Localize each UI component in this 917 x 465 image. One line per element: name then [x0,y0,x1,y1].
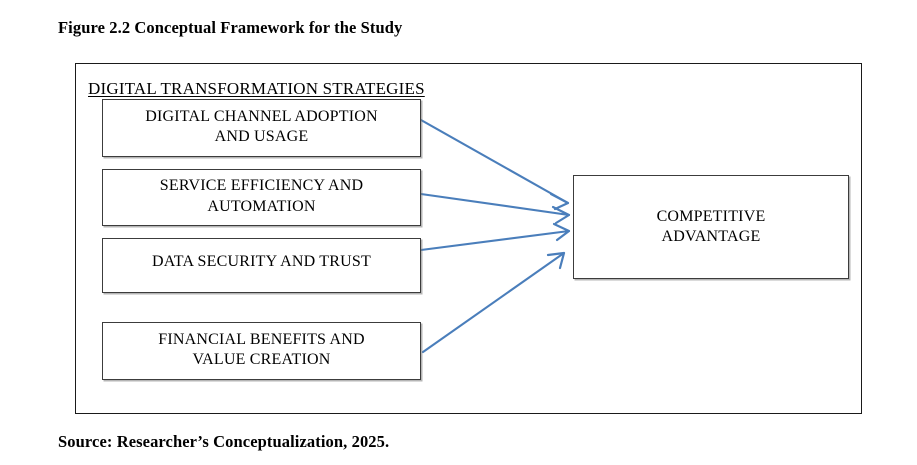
node-label: FINANCIAL BENEFITS AND VALUE CREATION [158,330,365,368]
source-caption: Source: Researcher’s Conceptualization, … [58,432,390,451]
node-data-security-and-trust: DATA SECURITY AND TRUST [102,238,421,293]
framework-outer-frame [75,63,862,414]
node-label: DATA SECURITY AND TRUST [152,253,371,271]
node-digital-channel-adoption-and-usage: DIGITAL CHANNEL ADOPTION AND USAGE [102,99,421,157]
node-competitive-advantage: COMPETITIVE ADVANTAGE [573,175,849,279]
node-label: COMPETITIVE ADVANTAGE [656,207,766,245]
node-service-efficiency-and-automation: SERVICE EFFICIENCY AND AUTOMATION [102,169,421,226]
figure-title: Figure 2.2 Conceptual Framework for the … [58,18,403,37]
node-financial-benefits-and-value-creation: FINANCIAL BENEFITS AND VALUE CREATION [102,322,421,380]
group-label-digital-transformation-strategies: DIGITAL TRANSFORMATION STRATEGIES [88,79,425,98]
node-label: DIGITAL CHANNEL ADOPTION AND USAGE [145,107,378,145]
node-label: SERVICE EFFICIENCY AND AUTOMATION [159,177,364,215]
